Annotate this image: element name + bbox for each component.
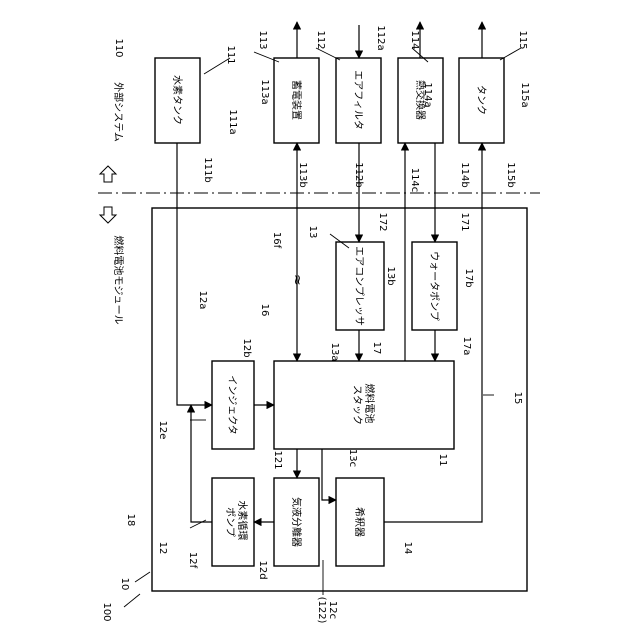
reference-numeral: 113a (259, 79, 270, 104)
stack-box: 燃料電池 スタック (274, 361, 454, 449)
reference-numeral: 113 (257, 30, 268, 49)
air-compressor-box: エアコンプレッサ (336, 242, 384, 330)
reference-numeral: 15 (512, 392, 523, 405)
diluter-box: 希釈器 (336, 478, 384, 566)
hydrogen-tank-label: 水素タンク (171, 75, 184, 125)
storage-box: 蓄電装置 (274, 58, 319, 143)
reference-numeral: 13a (329, 343, 340, 362)
reference-numeral: 12d (257, 560, 268, 579)
tank-box: タンク (459, 58, 504, 143)
injector-label: インジェクタ (226, 375, 238, 435)
reference-numeral: 115 (517, 30, 528, 49)
reference-numeral: 172 (377, 212, 388, 231)
reference-numeral: 12e (157, 421, 168, 440)
module-direction-arrow (100, 207, 116, 223)
reference-numeral: 12c(122) (316, 597, 338, 624)
external-system-label: 外部システム (112, 82, 125, 142)
reference-numeral: 111 (225, 45, 236, 64)
module-label: 燃料電池モジュール (112, 235, 125, 324)
reference-numeral: 13c (347, 449, 358, 467)
reference-numeral: 114 (409, 30, 420, 49)
reference-numeral: 113b (297, 162, 308, 187)
reference-numeral: 17 (371, 342, 382, 355)
reference-numeral: 12f (187, 552, 198, 569)
system-reference-numeral: 10 (119, 578, 130, 591)
reference-numeral: 12a (197, 291, 208, 310)
diluter-label: 希釈器 (353, 507, 366, 537)
reference-numeral: 12b (241, 338, 252, 357)
h2-pump-label-line2: ポンプ (224, 507, 236, 537)
external-direction-arrow (100, 166, 116, 182)
hydrogen-tank-box: 水素タンク (155, 58, 200, 143)
reference-numeral: 17a (461, 337, 472, 356)
h2-pump-label-line1: 水素循環 (236, 500, 249, 540)
reference-numeral: 115b (505, 162, 516, 187)
reference-numeral: 114c (409, 168, 420, 193)
air-filter-label: エアフィルタ (352, 70, 364, 130)
reference-numeral: 112 (315, 30, 326, 49)
reference-numeral: 171 (459, 212, 470, 231)
injector-box: インジェクタ (212, 361, 254, 449)
reference-numeral: 114b (459, 162, 470, 187)
power-line-break-symbol: ≈ (289, 274, 305, 286)
stack-label-line1: 燃料電池 (363, 383, 376, 423)
system-reference-numeral: 110 (113, 38, 124, 57)
reference-numeral: 16f (271, 232, 282, 249)
stack-label: 燃料電池 スタック (351, 383, 376, 426)
system-reference-numeral: 18 (125, 514, 136, 527)
water-pump-box: ウォータポンプ (412, 242, 457, 330)
reference-numeral: 112b (353, 162, 364, 187)
tank-label: タンク (475, 85, 487, 115)
h2-pump-box: 水素循環 ポンプ (212, 478, 254, 566)
reference-numeral: 17b (463, 268, 474, 287)
air-filter-box: エアフィルタ (336, 58, 381, 143)
reference-numeral: 115a (519, 82, 530, 107)
reference-numeral: 13 (307, 226, 318, 239)
reference-numeral: 111a (227, 109, 238, 134)
air-compressor-label: エアコンプレッサ (353, 246, 365, 326)
separator-box: 気液分離器 (274, 478, 319, 566)
reference-numeral: 12 (157, 542, 168, 555)
reference-numeral: 112a (375, 25, 386, 50)
stack-label-line2: スタック (351, 385, 363, 425)
reference-numeral: 121 (272, 450, 283, 469)
separator-label: 気液分離器 (290, 497, 303, 547)
reference-numeral: 14 (402, 542, 413, 555)
reference-numeral: 111b (202, 157, 213, 182)
reference-numeral: 13b (385, 266, 396, 285)
reference-numeral: 114a (422, 82, 433, 107)
water-pump-label: ウォータポンプ (428, 251, 440, 321)
heat-exchanger-box: 熱交換器 (398, 58, 443, 143)
storage-label: 蓄電装置 (290, 80, 303, 120)
system-reference-numeral: 100 (101, 602, 112, 621)
reference-numeral: 16 (259, 304, 270, 317)
reference-numeral: 11 (437, 454, 448, 467)
